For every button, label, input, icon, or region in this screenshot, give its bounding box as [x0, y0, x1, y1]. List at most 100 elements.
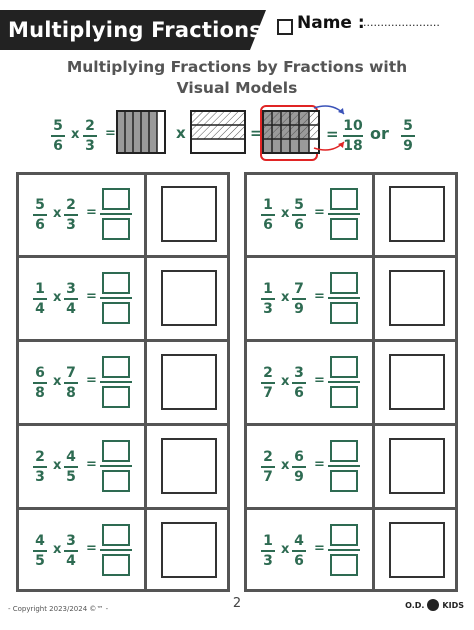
- row-divider: [244, 339, 458, 342]
- fraction-bar: [292, 298, 306, 300]
- denominator: 9: [403, 138, 413, 154]
- fraction-bar: [292, 214, 306, 216]
- answer-numerator-box[interactable]: [102, 356, 130, 378]
- column-divider: [372, 172, 375, 592]
- equals-sign: =: [86, 289, 97, 304]
- answer-fraction-bar: [328, 549, 360, 551]
- times-sign: x: [281, 458, 290, 473]
- answer-denominator-box[interactable]: [330, 218, 358, 240]
- answer-numerator-box[interactable]: [330, 524, 358, 546]
- numerator: 2: [263, 449, 273, 465]
- numerator: 1: [35, 281, 45, 297]
- model-drawing-box[interactable]: [161, 186, 217, 242]
- fraction-bar: [292, 382, 306, 384]
- equals-sign: =: [86, 205, 97, 220]
- model-drawing-box[interactable]: [161, 438, 217, 494]
- model-drawing-box[interactable]: [389, 354, 445, 410]
- equals-sign: =: [314, 457, 325, 472]
- times-sign: x: [176, 124, 186, 142]
- equals-sign: =: [314, 541, 325, 556]
- fraction-bar: [261, 298, 275, 300]
- answer-denominator-box[interactable]: [102, 470, 130, 492]
- equals-sign: =: [86, 541, 97, 556]
- model-drawing-box[interactable]: [389, 186, 445, 242]
- name-field[interactable]: ......................: [363, 16, 440, 29]
- example-simplified: 5 9: [398, 118, 418, 154]
- answer-numerator-box[interactable]: [102, 188, 130, 210]
- answer-denominator-box[interactable]: [330, 554, 358, 576]
- answer-denominator-box[interactable]: [102, 302, 130, 324]
- answer-fraction-bar: [100, 213, 132, 215]
- denominator: 3: [263, 553, 273, 569]
- numerator: 2: [263, 365, 273, 381]
- model-drawing-box[interactable]: [389, 438, 445, 494]
- answer-numerator-box[interactable]: [330, 440, 358, 462]
- times-sign: x: [281, 206, 290, 221]
- equals-sign: =: [314, 373, 325, 388]
- fraction-bar: [33, 382, 47, 384]
- fraction-bar: [64, 298, 78, 300]
- row-divider: [244, 507, 458, 510]
- answer-numerator-box[interactable]: [330, 272, 358, 294]
- fraction-bar: [292, 466, 306, 468]
- model-drawing-box[interactable]: [161, 270, 217, 326]
- fraction-bar: [33, 214, 47, 216]
- denominator: 8: [66, 385, 76, 401]
- answer-numerator-box[interactable]: [330, 188, 358, 210]
- column-divider: [144, 172, 147, 592]
- answer-numerator-box[interactable]: [102, 440, 130, 462]
- answer-fraction-bar: [100, 297, 132, 299]
- answer-denominator-box[interactable]: [330, 386, 358, 408]
- answer-numerator-box[interactable]: [102, 524, 130, 546]
- numerator: 3: [66, 281, 76, 297]
- answer-denominator-box[interactable]: [102, 554, 130, 576]
- times-sign: x: [281, 542, 290, 557]
- denominator: 8: [35, 385, 45, 401]
- answer-denominator-box[interactable]: [102, 218, 130, 240]
- denominator: 4: [35, 301, 45, 317]
- numerator: 6: [294, 449, 304, 465]
- denominator: 6: [263, 217, 273, 233]
- denominator: 6: [35, 217, 45, 233]
- answer-denominator-box[interactable]: [330, 470, 358, 492]
- denominator: 6: [294, 217, 304, 233]
- numerator: 7: [294, 281, 304, 297]
- denominator: 4: [66, 553, 76, 569]
- model-drawing-box[interactable]: [161, 522, 217, 578]
- answer-denominator-box[interactable]: [102, 386, 130, 408]
- answer-numerator-box[interactable]: [330, 356, 358, 378]
- model-drawing-box[interactable]: [161, 354, 217, 410]
- example-result: 10 18: [341, 118, 365, 154]
- times-sign: x: [53, 290, 62, 305]
- row-divider: [244, 423, 458, 426]
- numerator: 4: [66, 449, 76, 465]
- denominator: 6: [294, 553, 304, 569]
- equals-sign: =: [326, 125, 339, 143]
- logo-icon: [427, 599, 440, 611]
- numerator: 1: [263, 533, 273, 549]
- denominator: 5: [35, 553, 45, 569]
- denominator: 6: [53, 138, 63, 154]
- page-title: Multiplying Fractions: [8, 18, 262, 42]
- answer-fraction-bar: [100, 549, 132, 551]
- fraction-bar: [33, 466, 47, 468]
- fraction-bar: [64, 382, 78, 384]
- example-fraction-a: 5 6: [48, 118, 68, 154]
- answer-fraction-bar: [100, 381, 132, 383]
- answer-numerator-box[interactable]: [102, 272, 130, 294]
- answer-denominator-box[interactable]: [330, 302, 358, 324]
- model-drawing-box[interactable]: [389, 522, 445, 578]
- model-drawing-box[interactable]: [389, 270, 445, 326]
- fraction-bar: [64, 214, 78, 216]
- denominator: 3: [66, 217, 76, 233]
